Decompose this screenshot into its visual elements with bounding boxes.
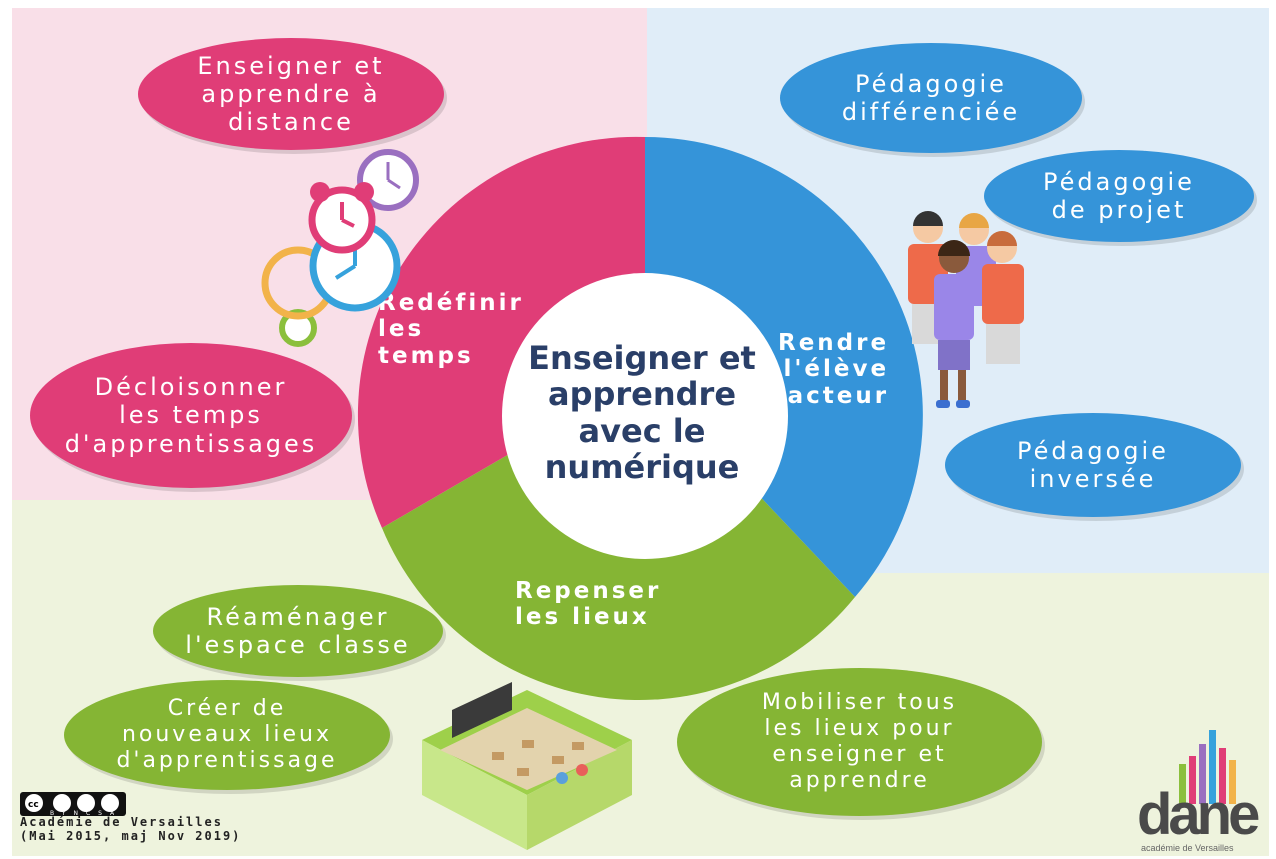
bubble-inversee-text: Pédagogie inversée: [1017, 436, 1169, 493]
segment-temps: [357, 136, 645, 528]
bubble-distance-text: Enseigner et apprendre à distance: [197, 51, 385, 137]
bubble-decloisonner-text: Décloisonner les temps d'apprentissages: [64, 373, 318, 458]
bubble-mobiliser-text: Mobiliser tous les lieux pour enseigner …: [761, 690, 958, 793]
cc-by-label: BY: [50, 810, 74, 817]
segment-label-eleve: Rendre l'élève acteur: [778, 330, 890, 409]
classroom-illustration-icon: [422, 682, 632, 850]
center-circle: [502, 273, 788, 559]
bubble-creer: Créer de nouveaux lieux d'apprentissage: [64, 680, 390, 790]
bubble-mobiliser: Mobiliser tous les lieux pour enseigner …: [677, 668, 1042, 816]
dane-logo-subtitle: académie de Versailles: [1141, 843, 1234, 853]
credits-block: cc BYNCSA Académie de Versailles (Mai 20…: [20, 792, 241, 844]
alarm-clocks-icon: [261, 149, 419, 347]
bubble-distance: Enseigner et apprendre à distance: [138, 38, 444, 150]
credit-line-1: Académie de Versailles: [20, 815, 223, 829]
svg-text:cc: cc: [28, 800, 39, 810]
segment-eleve: [645, 137, 923, 597]
segment-label-lieux: Repenser les lieux: [515, 578, 662, 631]
center-title: Enseigner et apprendre avec le numérique: [528, 339, 756, 487]
dane-logo: dane académie de Versailles: [1135, 730, 1269, 856]
cc-nc-label: NC: [73, 810, 99, 817]
bubble-inversee: Pédagogie inversée: [945, 413, 1241, 517]
bubble-projet: Pédagogie de projet: [984, 150, 1254, 242]
creative-commons-icon: cc BYNCSA: [20, 792, 126, 817]
bubble-projet-text: Pédagogie de projet: [1043, 167, 1195, 224]
bubble-reamenager-text: Réaménager l'espace classe: [185, 602, 411, 659]
bubble-differenciee-text: Pédagogie différenciée: [841, 69, 1021, 126]
bubble-decloisonner: Décloisonner les temps d'apprentissages: [30, 343, 352, 488]
cc-sa-label: SA: [98, 810, 123, 817]
dane-bars-icon: [1179, 730, 1236, 804]
children-group-icon: [908, 211, 1024, 408]
credit-line-2: (Mai 2015, maj Nov 2019): [20, 828, 242, 843]
dane-logo-text: dane: [1137, 782, 1260, 847]
bubble-creer-text: Créer de nouveaux lieux d'apprentissage: [116, 696, 338, 773]
segment-label-temps: Redéfinir les temps: [378, 290, 524, 369]
bubble-differenciee: Pédagogie différenciée: [780, 43, 1082, 153]
bubble-reamenager: Réaménager l'espace classe: [153, 585, 443, 677]
